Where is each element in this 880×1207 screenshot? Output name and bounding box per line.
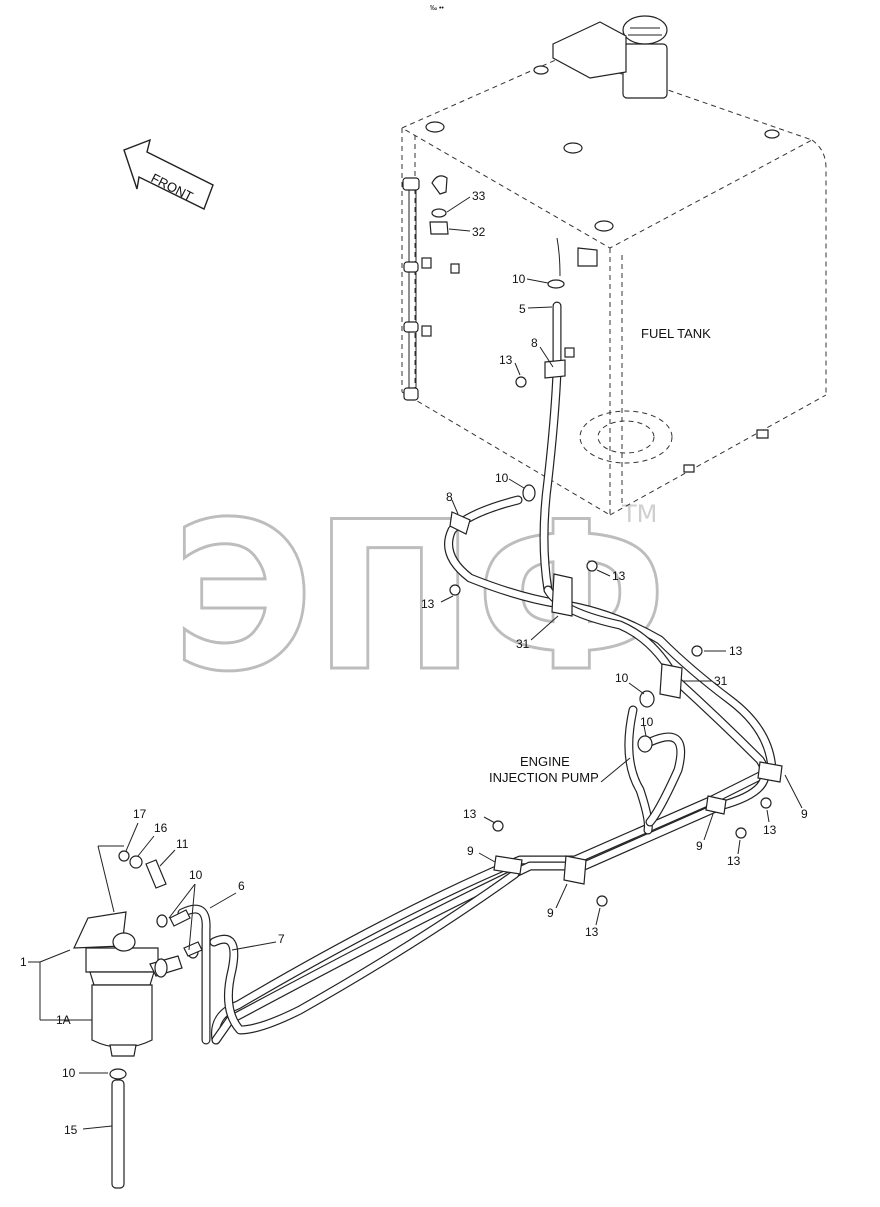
callout-13-top: 13 (499, 353, 513, 367)
part-16-washer (129, 855, 143, 869)
callout-10-mid: 10 (495, 471, 509, 485)
hose-6-upper (177, 904, 211, 1045)
part-17-washer (118, 850, 130, 862)
callout-6: 6 (238, 879, 245, 893)
callout-32: 32 (472, 225, 486, 239)
callout-11: 11 (176, 837, 189, 851)
fuel-tank-label: FUEL TANK (641, 326, 711, 341)
hose-6 (211, 585, 770, 1045)
callout-10-tank: 10 (512, 272, 526, 286)
callout-9-low: 9 (547, 906, 554, 920)
pump-label-line1: ENGINE (520, 754, 570, 769)
callout-7: 7 (278, 932, 285, 946)
callout-13-low: 13 (585, 925, 599, 939)
callout-13-mid-left: 13 (421, 597, 435, 611)
callout-10-filter: 10 (189, 868, 203, 882)
callout-1: 1 (20, 955, 27, 969)
callout-10-pump-a: 10 (615, 671, 629, 685)
pump-label-line2: INJECTION PUMP (489, 770, 599, 785)
callout-9-low-left: 9 (467, 844, 474, 858)
hose-5 (539, 301, 562, 595)
callout-17: 17 (133, 807, 147, 821)
watermark-text: ЭПФ (172, 479, 667, 717)
callout-13-mid-right: 13 (612, 569, 626, 583)
callout-5: 5 (519, 302, 526, 316)
callout-8-top: 8 (531, 336, 538, 350)
callout-13-clamp-r2: 13 (727, 854, 741, 868)
header-mark: ‰ •• (430, 5, 444, 12)
part-33-oring (431, 208, 447, 218)
callout-9-mid: 9 (696, 839, 703, 853)
callout-8-mid: 8 (446, 490, 453, 504)
callout-10-pump-b: 10 (640, 715, 654, 729)
pump-hose-b (645, 732, 686, 827)
part-11-bolt (145, 859, 167, 889)
front-arrow-icon: FRONT (123, 138, 214, 210)
callout-31-right: 31 (714, 674, 728, 688)
callout-16: 16 (154, 821, 168, 835)
callout-13-clamp-r1: 13 (763, 823, 777, 837)
hose-7 (209, 869, 520, 1035)
hose-bundle (210, 495, 777, 1045)
fuel-filter (73, 911, 183, 1057)
part-15-tube (111, 1079, 125, 1189)
callout-15: 15 (64, 1123, 78, 1137)
callout-13-right: 13 (729, 644, 743, 658)
callout-9-right: 9 (801, 807, 808, 821)
hose-brackets (449, 347, 783, 885)
callout-31-left: 31 (516, 637, 530, 651)
fuel-tank (400, 15, 827, 516)
bolts-13 (449, 376, 772, 907)
callout-1A: 1A (56, 1013, 71, 1027)
leader-lines (28, 278, 803, 1130)
callout-10-bottom: 10 (62, 1066, 76, 1080)
watermark-tm: TM (621, 500, 657, 528)
callout-13-low-left: 13 (463, 807, 477, 821)
watermark: ЭПФ TM (171, 478, 669, 719)
part-32-plug (429, 221, 449, 235)
callout-33: 33 (472, 189, 486, 203)
